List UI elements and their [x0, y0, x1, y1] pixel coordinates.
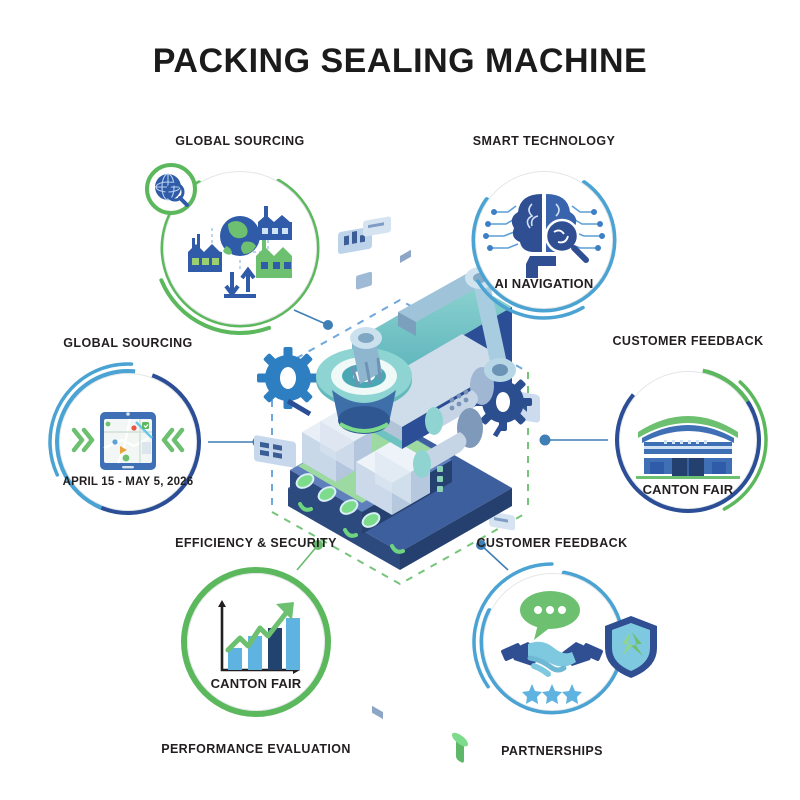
node-customer-feedback-right[interactable]: CUSTOMER FEEDBACK — [608, 334, 768, 520]
gear-left-icon — [257, 347, 319, 417]
handshake-icon — [501, 641, 603, 677]
wire-customer-feedback-right — [539, 434, 608, 446]
node-title-smart-technology: SMART TECHNOLOGY — [472, 134, 616, 148]
page-title: PACKING SEALING MACHINE — [152, 42, 648, 80]
growth-bar-chart-icon — [218, 600, 300, 674]
node-customer-feedback-bottom[interactable]: CUSTOMER FEEDBACK — [472, 536, 657, 758]
inner-label-canton-fair-bottom: CANTON FAIR — [210, 676, 302, 691]
factory-blue-2 — [258, 206, 292, 240]
bar-3 — [268, 628, 282, 670]
node-smart-technology[interactable]: SMART TECHNOLOGY — [464, 134, 624, 320]
globe-factories-icon — [188, 206, 292, 298]
ai-brain-circuit-icon — [483, 194, 605, 278]
exchange-arrows-icon — [224, 266, 256, 298]
package-box-rear — [302, 411, 372, 654]
node-title-global-sourcing-top: GLOBAL SOURCING — [175, 134, 305, 148]
chevron-right-double-icon — [71, 427, 95, 453]
factory-green — [256, 240, 292, 278]
exhibition-hall-icon — [636, 416, 740, 479]
ring-light-blue: AI NAVIGATION — [464, 160, 624, 320]
node-global-sourcing-top[interactable]: GLOBAL SOURCING — [145, 134, 328, 336]
handshake-chat-shield-icon — [501, 591, 603, 704]
security-shield-icon — [605, 616, 657, 678]
inner-label-dates: APRIL 15 - MAY 5, 2026 — [62, 476, 194, 488]
node-subtitle-performance-evaluation: PERFORMANCE EVALUATION — [161, 742, 351, 756]
node-global-sourcing-left[interactable]: GLOBAL SOURCING — [48, 336, 208, 522]
factory-blue — [188, 234, 222, 272]
ring-green — [145, 160, 328, 336]
node-title-customer-feedback-right: CUSTOMER FEEDBACK — [612, 334, 764, 348]
ring-arc-green — [181, 567, 331, 717]
inner-label-ai-navigation: AI NAVIGATION — [494, 276, 594, 291]
speech-bubble-icon — [520, 591, 580, 640]
hud-tile-top-right — [363, 216, 391, 237]
ring-light-blue — [472, 562, 657, 722]
inner-label-canton-fair-right: CANTON FAIR — [642, 482, 734, 497]
support-leg — [452, 732, 468, 763]
machine-body — [352, 278, 512, 492]
ring-navy-lightblue: APRIL 15 - MAY 5, 2026 — [48, 362, 208, 522]
chevron-left-double-icon — [161, 427, 185, 453]
tablet-map-navigation-icon — [71, 412, 185, 470]
ring-inner-disc — [475, 171, 613, 309]
bar-4 — [286, 618, 300, 670]
node-efficiency-security[interactable]: EFFICIENCY & SECURITY — [161, 536, 350, 756]
wire-customer-feedback-bottom — [476, 540, 509, 571]
node-title-global-sourcing-left: GLOBAL SOURCING — [63, 336, 193, 350]
roller-cylinder-lower — [413, 408, 483, 478]
rating-stars-icon — [522, 684, 582, 704]
node-title-customer-feedback-bottom: CUSTOMER FEEDBACK — [476, 536, 628, 550]
node-title-efficiency-security: EFFICIENCY & SECURITY — [175, 536, 337, 550]
hud-tile-lower-right — [489, 511, 515, 531]
ring-green: CANTON FAIR — [176, 562, 336, 722]
wire-global-sourcing-top — [293, 309, 333, 330]
hud-tile-left — [254, 435, 296, 468]
wire-efficiency-security — [296, 540, 323, 571]
ring-navy-green: CANTON FAIR — [608, 360, 768, 520]
node-subtitle-partnerships: PARTNERSHIPS — [501, 744, 603, 758]
globe-magnifier-badge — [145, 163, 197, 215]
robotic-arm — [350, 267, 516, 387]
bar-1 — [228, 648, 242, 670]
